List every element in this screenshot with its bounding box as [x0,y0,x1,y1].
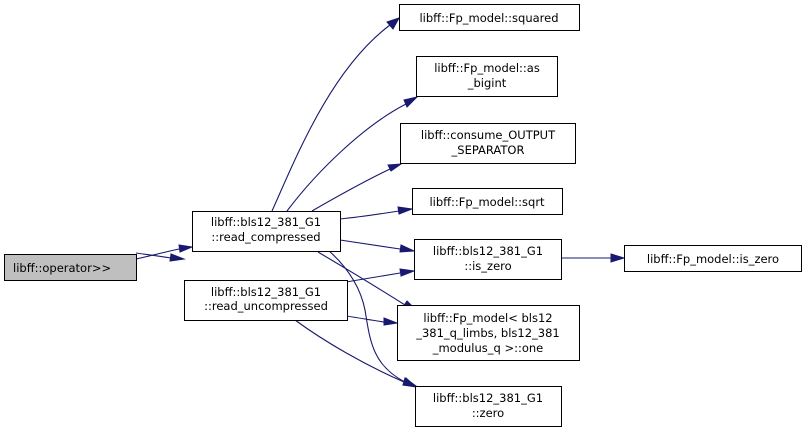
node-fp-one[interactable]: libff::Fp_model< bls12 _381_q_limbs, bls… [397,305,580,361]
node-fp-is-zero[interactable]: libff::Fp_model::is_zero [624,245,802,272]
node-zero[interactable]: libff::bls12_381_G1 ::zero [415,386,562,427]
node-fp-one-label-1: libff::Fp_model< bls12 [423,311,552,325]
node-g1-is-zero-label-1: libff::bls12_381_G1 [433,244,543,258]
edge-operator-to-read-compressed [135,244,194,260]
node-sqrt-label: libff::Fp_model::sqrt [429,195,545,209]
edge-read-uncompressed-to-g1-is-zero [345,268,416,283]
node-read-compressed-label-1: libff::bls12_381_G1 [211,215,321,229]
node-squared[interactable]: libff::Fp_model::squared [399,4,580,31]
edge-read-uncompressed-to-one [345,315,399,326]
edge-read-uncompressed-to-zero [294,319,418,387]
node-read-compressed[interactable]: libff::bls12_381_G1 ::read_compressed [192,211,341,252]
node-sqrt[interactable]: libff::Fp_model::sqrt [412,188,563,215]
node-read-uncompressed[interactable]: libff::bls12_381_G1 ::read_uncompressed [184,280,348,321]
node-read-uncompressed-label-2: ::read_uncompressed [204,299,328,313]
node-consume[interactable]: libff::consume_OUTPUT _SEPARATOR [400,123,576,164]
node-operator-label: libff::operator>> [13,261,111,275]
node-zero-label-1: libff::bls12_381_G1 [433,391,543,405]
edge-read-compressed-to-g1-is-zero [339,239,415,253]
node-as-bigint[interactable]: libff::Fp_model::as _bigint [416,56,558,97]
node-operator[interactable]: libff::operator>> [4,254,137,281]
node-read-uncompressed-label-1: libff::bls12_381_G1 [211,285,321,299]
node-fp-one-label-2: _381_q_limbs, bls12_381 [415,326,560,340]
edge-read-compressed-to-consume [311,163,403,212]
node-g1-is-zero[interactable]: libff::bls12_381_G1 ::is_zero [414,239,562,280]
edge-g1-is-zero-to-fp-is-zero [560,253,626,263]
edge-read-compressed-to-squared [271,17,401,212]
node-g1-is-zero-label-2: ::is_zero [464,259,511,273]
node-zero-label-2: ::zero [472,406,504,420]
edge-read-compressed-to-as-bigint [286,96,419,212]
node-fp-one-label-3: _modulus_q >::one [432,341,544,355]
node-as-bigint-label-2: _bigint [467,76,507,90]
node-read-compressed-label-2: ::read_compressed [211,230,320,244]
edge-operator-to-read-uncompressed [135,252,186,262]
node-fp-is-zero-label: libff::Fp_model::is_zero [647,252,779,266]
node-consume-label-1: libff::consume_OUTPUT [421,128,556,142]
node-as-bigint-label-1: libff::Fp_model::as [434,61,540,75]
node-consume-label-2: _SEPARATOR [451,143,525,157]
edge-read-compressed-to-sqrt [339,206,414,220]
node-squared-label: libff::Fp_model::squared [419,11,558,25]
